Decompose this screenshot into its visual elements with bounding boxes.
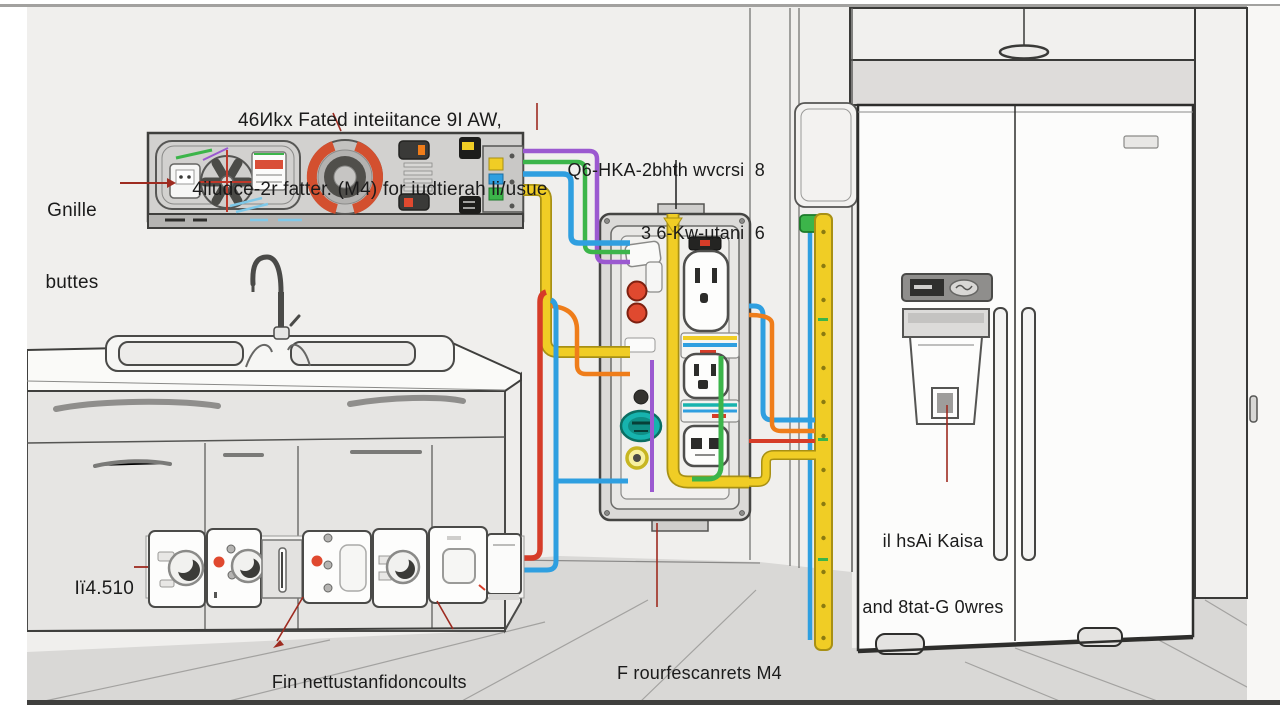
drawer-handle (347, 394, 466, 407)
water-dispenser (902, 308, 990, 425)
fridge-control-panel (901, 273, 993, 302)
grille-button-box (169, 163, 201, 199)
strip-bracket (261, 539, 303, 599)
exhaust-fan (199, 150, 255, 212)
panel-outlet-1 (682, 249, 730, 333)
drawer-handle (53, 398, 221, 412)
strip-module-5 (428, 526, 488, 604)
strip-end-box (486, 533, 522, 600)
panel-outlet-2 (682, 352, 730, 400)
filter-cartridge (251, 151, 287, 191)
stripe-module-b (680, 399, 740, 423)
fridge-handle-right (1021, 307, 1036, 561)
wiring-right (748, 303, 816, 487)
range-hood (146, 131, 525, 229)
upper-cabinet (849, 7, 1196, 106)
sink (105, 254, 455, 372)
sink-bowl-right (290, 341, 416, 366)
wiring-left (514, 148, 630, 573)
service-door (794, 102, 858, 208)
sink-bowl-left (118, 341, 244, 366)
raceway-channel (814, 213, 833, 651)
door-handle (93, 459, 172, 468)
frame (0, 7, 1280, 720)
panel-knob (626, 302, 648, 324)
grille-buttons-label: Gnille buttes (45, 200, 99, 293)
hob-rating-label: Q6-HKA-2bhth wvcrsi 8 3 6-Kw-utani 6 (567, 160, 765, 243)
hood-rating-label: 46Иkx Fated inteiitance 9I AW, 4iludce-2… (150, 63, 590, 247)
tall-cabinet-right (1194, 6, 1280, 702)
under-counter-outlets-label: Fin nettustanfidoncoults (271, 672, 467, 692)
refrigerator (856, 103, 1195, 655)
hood-rating-line1: 46Иkx Fated inteiitance 9I AW, (238, 110, 502, 131)
leader-lines (120, 103, 948, 648)
panel-indicator (633, 389, 649, 405)
fridge-handle-left (993, 307, 1008, 561)
hood-rating-line2: 4iludce-2r fatter. (M4) for iudtierah li… (192, 179, 548, 200)
rcd-outlets-label: F rourfescanrets M4 chuthun outets 30 mA (617, 663, 782, 683)
strip-module-3 (302, 530, 372, 604)
panel-outlet-3 (682, 424, 730, 468)
strip-module-2 (206, 528, 266, 608)
panel-knob (626, 280, 648, 302)
fridge-badge (1123, 135, 1159, 149)
outlet-strip (145, 526, 525, 608)
hood-terminal-block (459, 137, 524, 214)
fridge-wiring-label: il hsAi Kaisa and 8tat-G 0wres (862, 531, 1004, 617)
circuit-current-label: Iï4.510 (74, 578, 134, 599)
hood-switches (398, 140, 433, 211)
stripe-module-a (680, 332, 740, 359)
blower-grille (306, 139, 383, 215)
electrical-panel (598, 203, 752, 532)
cabinet-handle-small (1249, 395, 1258, 423)
strip-module-4 (372, 528, 428, 608)
cabinet-handle (998, 44, 1050, 60)
strip-module-1 (148, 530, 206, 608)
faucet (250, 254, 301, 340)
